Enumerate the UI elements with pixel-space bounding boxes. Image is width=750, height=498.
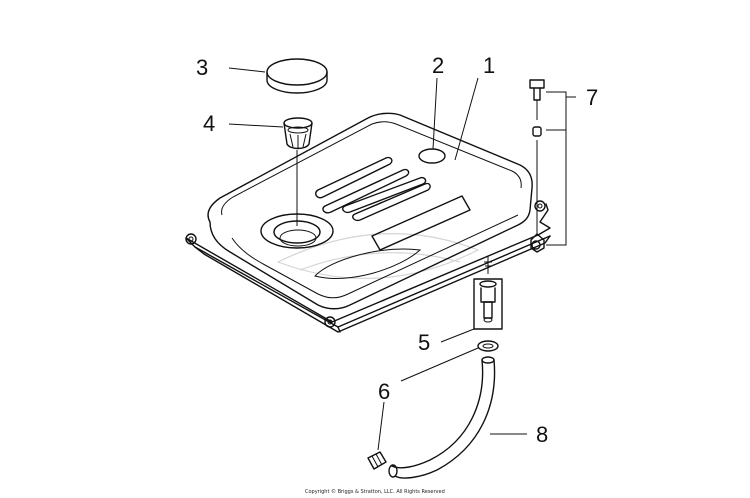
callout-1: 1 — [483, 53, 495, 78]
callout-2: 2 — [432, 53, 444, 78]
tank-mount-holes — [185, 200, 546, 328]
fuel-cap — [266, 58, 328, 94]
fuel-line-hose — [388, 356, 496, 479]
fuel-shutoff-valve — [473, 256, 503, 330]
tank-flange — [185, 203, 551, 328]
copyright-notice: Copyright © Briggs & Stratton, LLC. All … — [305, 488, 445, 495]
tank-ribs — [315, 156, 431, 222]
fuel-filter-screen — [283, 117, 313, 150]
tank-label-plate — [371, 195, 471, 251]
watermark-logo — [276, 233, 480, 279]
callout-5: 5 — [418, 330, 430, 355]
callout-3: 3 — [196, 55, 208, 80]
hose-clamp-bottom — [367, 451, 387, 470]
callout-6: 6 — [378, 379, 390, 404]
hose-clamp-top — [477, 340, 499, 352]
callout-8: 8 — [536, 422, 548, 447]
mounting-bolt-set — [529, 79, 567, 253]
leader-lines — [228, 67, 576, 451]
callout-4: 4 — [203, 111, 215, 136]
tank-top-outline — [207, 112, 533, 310]
callout-7: 7 — [586, 85, 598, 110]
tank-boss — [418, 148, 446, 164]
